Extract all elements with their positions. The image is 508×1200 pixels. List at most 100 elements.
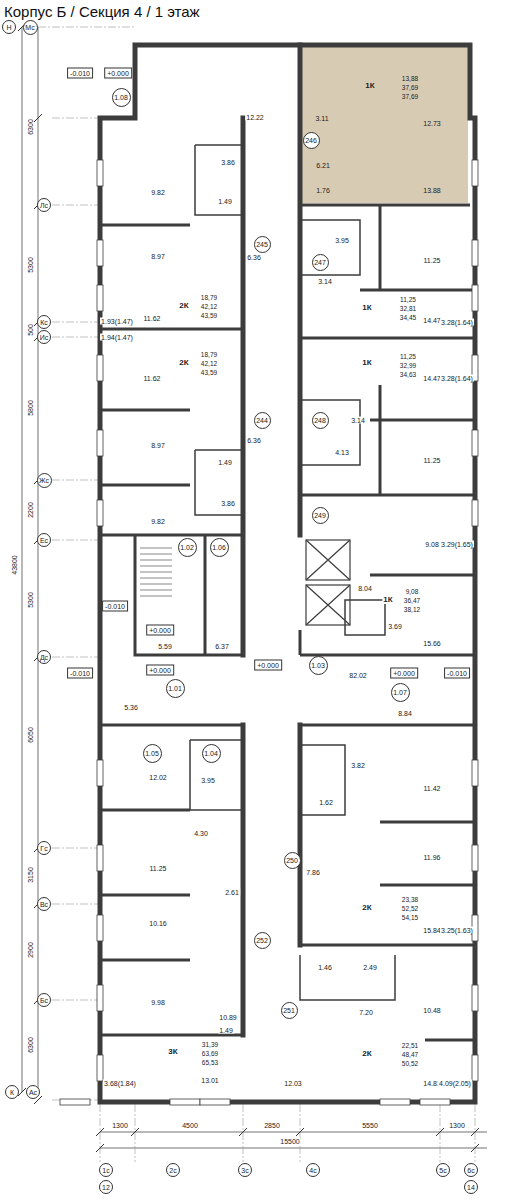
apartment-area-summary: 50,52	[401, 1061, 419, 1068]
axis-line	[52, 118, 100, 119]
apartment-area-summary: 18,79	[200, 352, 218, 359]
node-text: Дс	[40, 654, 48, 661]
area-label: 1.46	[317, 964, 333, 971]
area-label: 11.25	[423, 257, 442, 264]
window	[472, 985, 478, 1011]
apartment-type: 3К	[167, 1048, 178, 1056]
dimension-label: 6300	[27, 118, 34, 136]
dimension-tick	[471, 1144, 479, 1152]
area-label: 8.97	[150, 442, 166, 449]
area-label: 5.59	[157, 643, 173, 650]
node-text: Кс	[40, 319, 48, 326]
level-mark: +0.000	[254, 660, 282, 671]
area-label: 3.28(1.64)	[440, 319, 474, 326]
node-text: Ас	[29, 1089, 37, 1096]
axis-lines	[38, 27, 475, 1162]
area-label: 3.95	[334, 237, 350, 244]
area-label: 3.68(1.84)	[103, 1080, 137, 1087]
apartment-area-summary: 37,69	[401, 85, 419, 92]
axis-bubble: Лс	[37, 198, 51, 212]
axis-bubble: Гс	[37, 841, 51, 855]
axis-bubble: Дс	[37, 650, 51, 664]
dimension-label: 5550	[361, 1122, 379, 1129]
axis-bubble: 14	[464, 1180, 478, 1194]
area-label: 7.86	[305, 869, 321, 876]
node-text: 250	[286, 857, 298, 864]
window	[472, 430, 478, 456]
node-text: 1.04	[204, 750, 218, 757]
dimension-line	[22, 27, 487, 1148]
apartment-area-summary: 43,59	[200, 313, 218, 320]
dimension-ticks	[18, 23, 479, 1152]
dimension-label: 5300	[27, 256, 34, 274]
apartment-area-summary: 9,08	[405, 589, 420, 596]
axis-bubble: Ис	[37, 330, 51, 344]
area-label: 6.36	[246, 437, 262, 444]
axis-bubble: Мс	[23, 20, 38, 35]
axis-line	[52, 540, 100, 541]
partition	[300, 205, 475, 1040]
area-label: 3.86	[220, 500, 236, 507]
area-label: 12.02	[148, 774, 168, 781]
axis-line	[52, 657, 100, 658]
area-label: 11.42	[423, 785, 442, 792]
dimension-label: 3150	[27, 866, 34, 884]
window	[97, 285, 103, 311]
window	[97, 1055, 103, 1081]
dimension-tick	[96, 1144, 104, 1152]
apartment-area-summary: 13,88	[401, 76, 419, 83]
window	[97, 430, 103, 456]
window	[472, 760, 478, 786]
level-mark: -0.010	[67, 668, 93, 679]
apartment-area-summary: 34,45	[399, 315, 417, 322]
node-text: 1.03	[311, 662, 325, 669]
node-text: Гс	[40, 845, 47, 852]
axis-bubble: Ес	[37, 533, 51, 547]
axis-line	[52, 1000, 100, 1001]
area-label: 1.76	[315, 187, 331, 194]
room-number-circle: 1.06	[210, 538, 229, 557]
window	[472, 240, 478, 266]
window	[420, 1099, 450, 1105]
axis-bubble: 2с	[166, 1163, 180, 1177]
node-text: 5с	[439, 1167, 446, 1174]
level-mark: +0.000	[146, 665, 174, 676]
room-number-circle: 250	[284, 852, 301, 869]
area-label: 1.93(1.47)	[100, 318, 134, 325]
apartment-area-summary: 23,38	[401, 897, 419, 904]
apartment-type: 2К	[178, 302, 189, 310]
dimension-tick	[34, 114, 42, 122]
axis-bubble: 1с	[99, 1163, 113, 1177]
axis-bubble: Вс	[37, 897, 51, 911]
dimension-tick	[239, 1128, 247, 1136]
area-label: 9.08	[424, 541, 440, 548]
dimension-label: 15500	[279, 1138, 300, 1145]
dimension-tick	[96, 1128, 104, 1136]
area-label: 11.62	[143, 375, 162, 382]
node-text: 1.08	[114, 94, 128, 101]
node-text: Ес	[40, 537, 48, 544]
node-text: 2с	[169, 1167, 176, 1174]
apartment-area-summary: 34,63	[399, 372, 417, 379]
axis-line	[38, 27, 135, 28]
area-label: 4.30	[193, 830, 209, 837]
room-number-circle: 1.03	[309, 656, 328, 675]
apartment-area-summary: 18,79	[200, 295, 218, 302]
apartment-type: 1К	[361, 359, 372, 367]
area-label: 15.84	[422, 927, 442, 934]
area-label: 6.36	[246, 254, 262, 261]
apartment-area-summary: 31,39	[201, 1042, 219, 1049]
axis-line	[52, 337, 100, 338]
axis-bubble: Ас	[26, 1085, 40, 1099]
window	[97, 760, 103, 786]
apartment-area-summary: 11,25	[399, 297, 417, 304]
page-title: Корпус Б / Секция 4 / 1 этаж	[4, 3, 200, 20]
area-label: 13.88	[422, 187, 442, 194]
area-label: 11.25	[423, 457, 442, 464]
area-label: 4.13	[334, 449, 350, 456]
room-number-circle: 1.02	[178, 538, 197, 557]
window	[472, 1055, 478, 1081]
apartment-area-summary: 48,47	[401, 1052, 419, 1059]
node-text: 3с	[241, 1167, 248, 1174]
window	[472, 160, 478, 186]
